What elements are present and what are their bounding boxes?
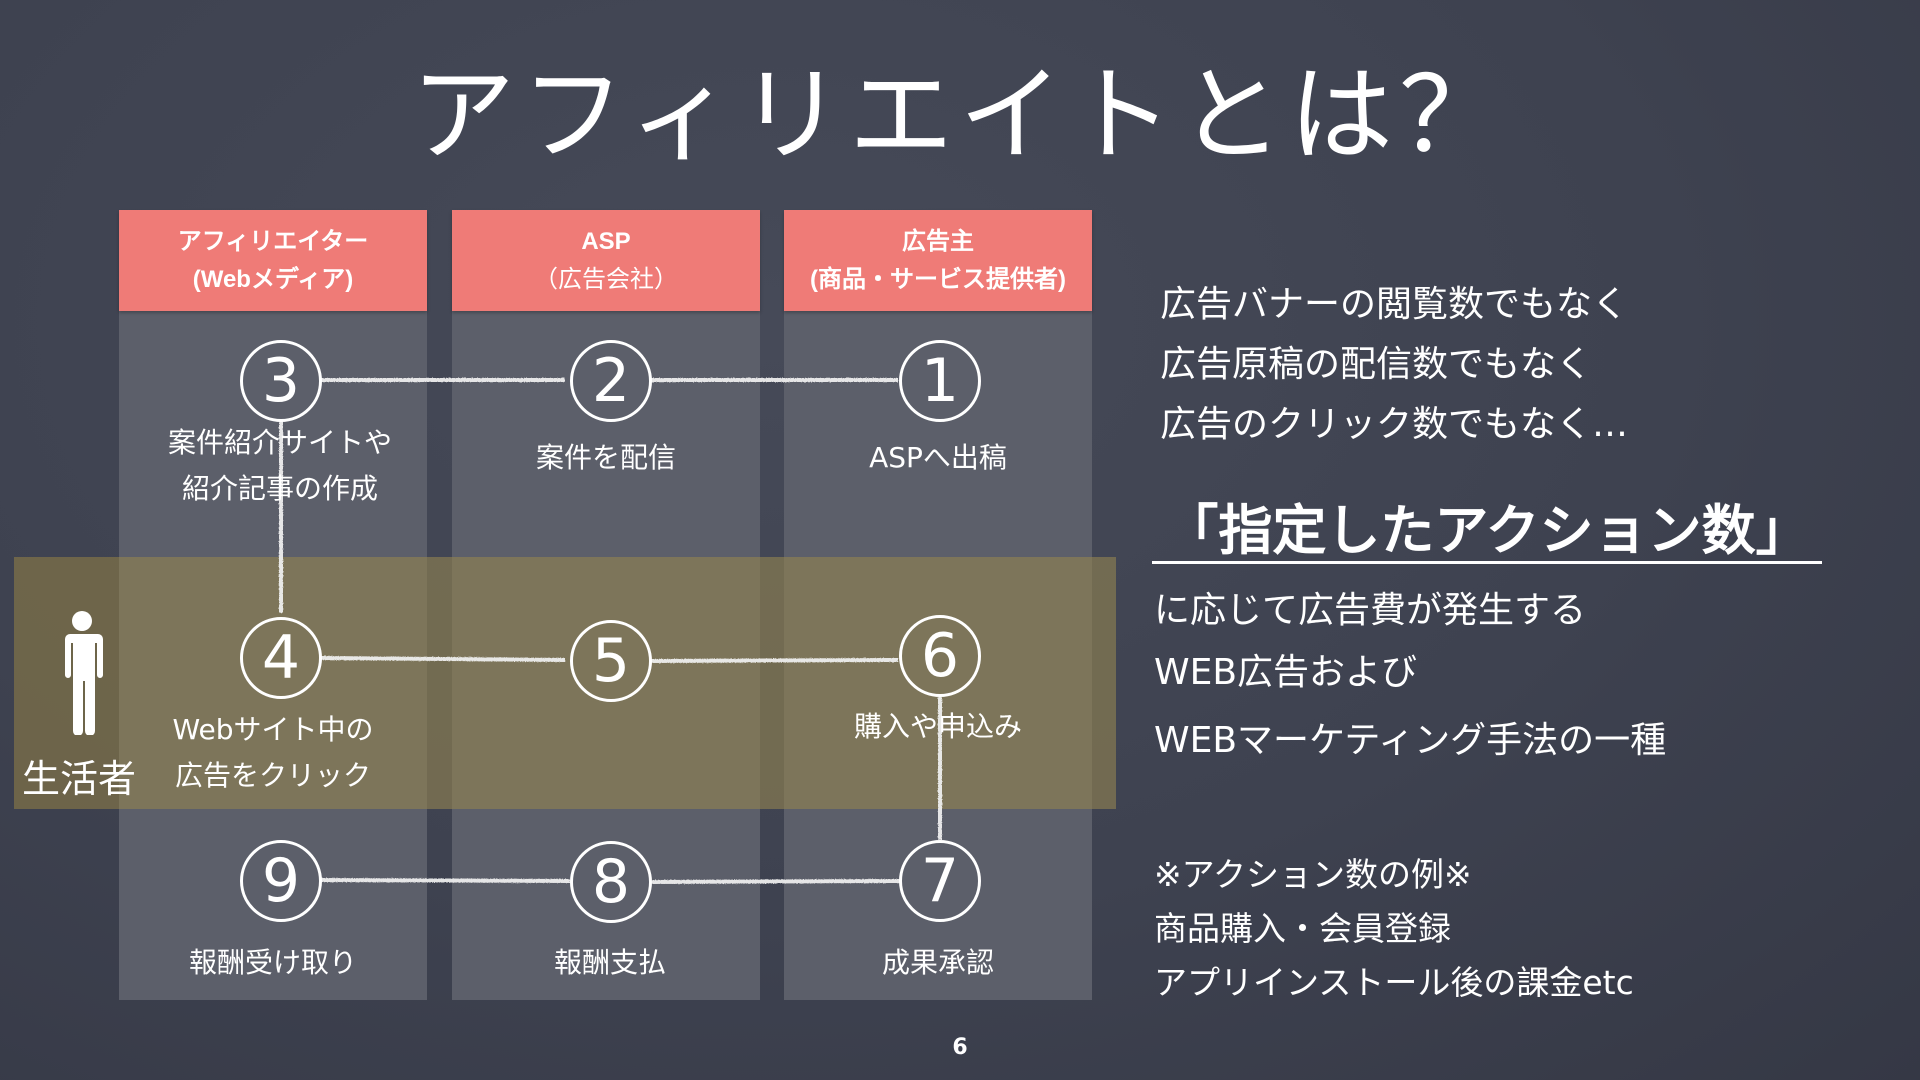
emphasis-underline xyxy=(1152,561,1822,564)
step-label-line: 紹介記事の作成 xyxy=(181,472,378,505)
step-number: 1 xyxy=(920,346,960,416)
step-8-label: 報酬支払 xyxy=(553,946,666,979)
step-number: 8 xyxy=(591,847,631,917)
definition-line: WEB広告および xyxy=(1154,652,1418,693)
step-9-circle: 9 xyxy=(240,840,322,922)
step-1-circle: 1 xyxy=(899,340,981,422)
not-line: 広告バナーの閲覧数でもなく xyxy=(1160,284,1629,325)
column-header-advertiser: 広告主 (商品・サービス提供者) xyxy=(784,210,1092,311)
column-header-asp: ASP （広告会社） xyxy=(452,210,760,311)
emphasis-heading: 「指定したアクション数」 xyxy=(1164,499,1810,562)
step-label-line: Webサイト中の xyxy=(172,713,374,746)
column-header-subtitle: （広告会社） xyxy=(534,265,678,293)
step-3-circle: 3 xyxy=(240,340,322,422)
column-header-title: アフィリエイター xyxy=(177,227,369,255)
step-7-label: 成果承認 xyxy=(881,946,994,979)
step-8-circle: 8 xyxy=(570,841,652,923)
step-number: 2 xyxy=(591,346,631,416)
step-label-line: 案件紹介サイトや xyxy=(167,426,392,459)
example-line: 商品購入・会員登録 xyxy=(1154,909,1451,948)
step-2-circle: 2 xyxy=(570,340,652,422)
slide-title: アフィリエイトとは？ xyxy=(411,54,1509,176)
column-header-affiliate: アフィリエイター (Webメディア) xyxy=(119,210,427,311)
consumer-area xyxy=(14,557,119,809)
column-header-title: ASP xyxy=(581,227,631,255)
step-number: 3 xyxy=(261,346,301,416)
step-4-label: Webサイト中の 広告をクリック xyxy=(119,707,427,799)
column-header-subtitle: (商品・サービス提供者) xyxy=(810,265,1066,293)
examples-block: ※アクション数の例※ 商品購入・会員登録 アプリインストール後の課金etc xyxy=(1154,848,1634,1010)
column-header-title: 広告主 xyxy=(902,227,974,255)
definition-line: に応じて広告費が発生する xyxy=(1154,590,1587,631)
step-number: 9 xyxy=(261,846,301,916)
step-9-label: 報酬受け取り xyxy=(188,946,357,979)
step-number: 4 xyxy=(261,623,301,693)
step-7-circle: 7 xyxy=(899,840,981,922)
step-6-circle: 6 xyxy=(899,615,981,697)
step-number: 5 xyxy=(591,626,631,696)
step-number: 7 xyxy=(920,846,960,916)
example-line: アプリインストール後の課金etc xyxy=(1154,963,1634,1002)
step-1-label: ASPへ出稿 xyxy=(869,441,1007,474)
step-4-circle: 4 xyxy=(240,617,322,699)
step-3-label: 案件紹介サイトや 紹介記事の作成 xyxy=(126,420,434,512)
step-2-label: 案件を配信 xyxy=(535,441,676,474)
consumer-label: 生活者 xyxy=(22,757,137,801)
examples-title: ※アクション数の例※ xyxy=(1154,855,1472,894)
column-header-subtitle: (Webメディア) xyxy=(192,265,354,293)
not-line: 広告のクリック数でもなく… xyxy=(1160,404,1629,445)
step-label-line: 広告をクリック xyxy=(174,759,371,792)
page-number: 6 xyxy=(952,1035,968,1060)
definition-line: WEBマーケティング手法の一種 xyxy=(1154,720,1667,761)
step-6-label: 購入や申込み xyxy=(853,710,1022,743)
person-icon xyxy=(65,611,103,735)
not-line: 広告原稿の配信数でもなく xyxy=(1160,344,1593,385)
definition-text: に応じて広告費が発生する WEB広告および WEBマーケティング手法の一種 xyxy=(1154,580,1666,772)
step-number: 6 xyxy=(920,621,960,691)
not-list: 広告バナーの閲覧数でもなく 広告原稿の配信数でもなく 広告のクリック数でもなく… xyxy=(1160,275,1628,455)
step-5-circle: 5 xyxy=(570,620,652,702)
